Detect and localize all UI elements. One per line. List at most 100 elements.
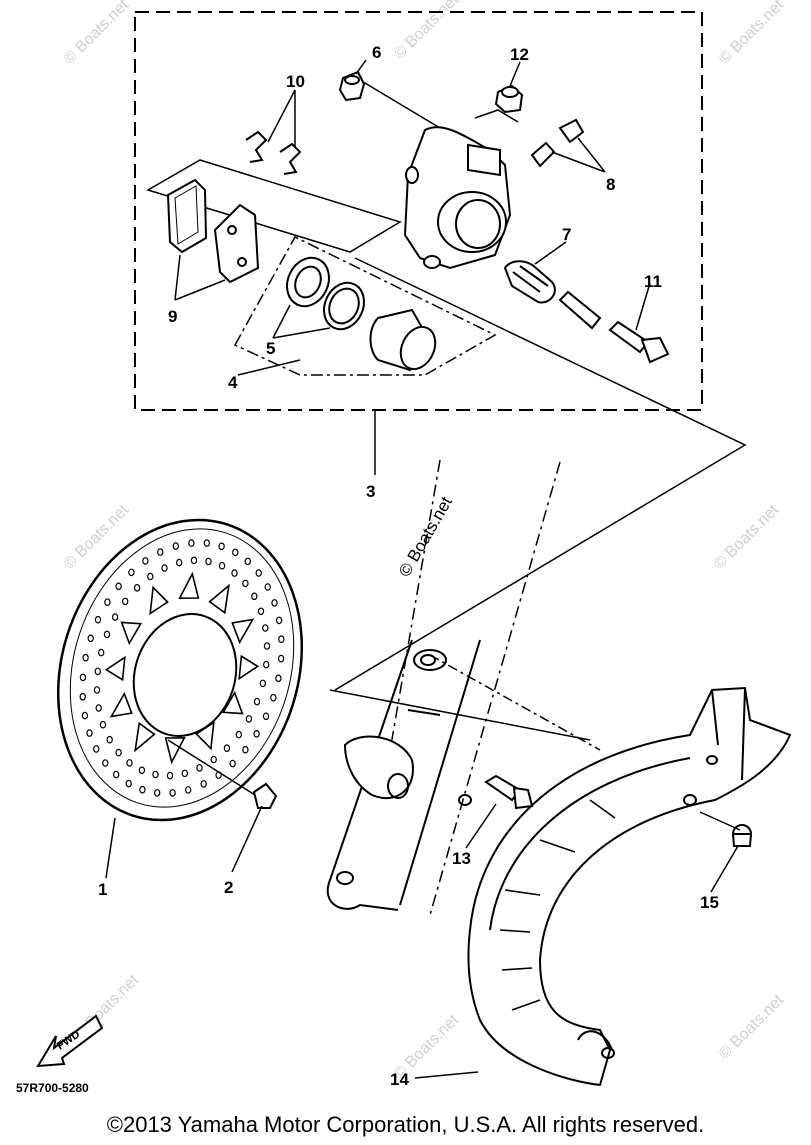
disc-hole	[115, 582, 122, 591]
callout-6: 6	[372, 43, 381, 62]
disc-hole	[169, 789, 176, 797]
disc-hole	[188, 539, 195, 547]
disc-hole	[104, 598, 111, 607]
disc-hole	[152, 770, 159, 779]
cover-rib	[501, 967, 533, 971]
disc-hole	[278, 635, 285, 644]
watermark-3: © Boats.net	[716, 0, 788, 68]
disc-slot	[178, 571, 200, 600]
cover-rib	[511, 999, 541, 1011]
disc-hole	[242, 579, 249, 588]
fwd-arrow: FWD	[36, 1014, 104, 1068]
disc-hole	[81, 711, 89, 720]
fork-leg	[326, 639, 481, 911]
disc-slot	[104, 655, 126, 682]
callout-13: 13	[452, 849, 471, 868]
disc-hole	[86, 729, 93, 737]
brake-pads	[166, 178, 260, 284]
disc-slot	[149, 585, 169, 616]
callout-7: 7	[562, 225, 571, 244]
cover-rib	[499, 929, 531, 933]
disc-hole	[103, 630, 111, 639]
disc-hole	[251, 592, 258, 601]
disc-hole	[264, 583, 271, 591]
disc-hole	[235, 730, 242, 739]
piston-group-outline	[233, 236, 497, 376]
disc-hole	[255, 569, 262, 577]
disc-hole	[244, 557, 251, 566]
pad-group-outline	[146, 159, 402, 253]
disc-hole	[259, 679, 266, 688]
disc-hole	[161, 564, 168, 572]
disc-hole	[263, 642, 271, 650]
cover-rib	[539, 839, 576, 853]
disc-hole	[271, 599, 278, 607]
disc-hole	[115, 748, 122, 757]
diagram-code: 57R700-5280	[16, 1081, 89, 1095]
disc-hole	[270, 693, 277, 702]
disc-hole	[126, 759, 133, 767]
reference-lines	[329, 79, 747, 916]
disc-hole	[138, 766, 146, 775]
disc-hole	[184, 786, 192, 794]
disc-hole	[218, 561, 226, 570]
callout-15: 15	[700, 893, 719, 912]
disc-hole	[205, 557, 212, 566]
callout-12: 12	[510, 45, 529, 64]
disc-hole	[82, 653, 89, 662]
callout-14: 14	[390, 1070, 409, 1089]
disc-slot	[164, 736, 186, 765]
disc-holes	[79, 539, 285, 797]
disc-hole	[153, 789, 161, 797]
disc-hole	[79, 673, 87, 682]
caliper-body	[403, 126, 512, 270]
disc-hole	[94, 667, 102, 676]
disc-hole	[262, 624, 269, 632]
disc-hole	[275, 674, 282, 683]
disc-hole	[87, 634, 94, 643]
disc-hole	[166, 771, 174, 780]
disc-slot	[221, 690, 244, 715]
callout-8: 8	[606, 175, 615, 194]
watermark-5: © Boats.net	[711, 501, 783, 573]
piston-seals	[286, 256, 365, 331]
disc-hole	[99, 720, 107, 729]
disc-hole	[95, 704, 102, 712]
disc-hole	[175, 558, 183, 567]
copyright-notice: ©2013 Yamaha Motor Corporation, U.S.A. A…	[106, 1112, 705, 1137]
piston	[369, 308, 437, 372]
watermark-8: © Boats.net	[716, 991, 788, 1063]
callout-4: 4	[228, 373, 238, 392]
disc-hole	[139, 785, 146, 794]
disc-hole	[133, 583, 141, 592]
disc-hole	[121, 597, 129, 606]
callout-2: 2	[224, 878, 233, 897]
disc-slot	[120, 621, 143, 646]
disc-hole	[210, 755, 217, 764]
callout-3: 3	[366, 482, 375, 501]
disc-slot	[238, 654, 260, 681]
disc-hole	[253, 697, 261, 706]
disc-hole	[242, 745, 249, 754]
disc-hole	[190, 556, 198, 565]
disc-hole	[223, 744, 231, 753]
disc-hole	[142, 557, 149, 565]
callout-9: 9	[168, 307, 177, 326]
disc-hole	[277, 654, 285, 663]
disc-slot	[109, 691, 133, 718]
disc-hole	[128, 568, 135, 577]
disc-hole	[93, 745, 100, 753]
callout-10: 10	[286, 72, 305, 91]
cover-ribs	[499, 799, 616, 1011]
disc-hole	[229, 759, 236, 768]
disc-hole	[112, 770, 120, 779]
disc-slot	[134, 721, 156, 753]
disc-hole	[245, 715, 253, 723]
brake-disc	[56, 518, 304, 822]
disc-hole	[102, 759, 109, 767]
disc-cover	[467, 686, 792, 1087]
disc-hole	[253, 729, 260, 738]
callout-5: 5	[266, 339, 275, 358]
disc-hole	[200, 780, 207, 788]
disc-hole	[157, 548, 164, 556]
